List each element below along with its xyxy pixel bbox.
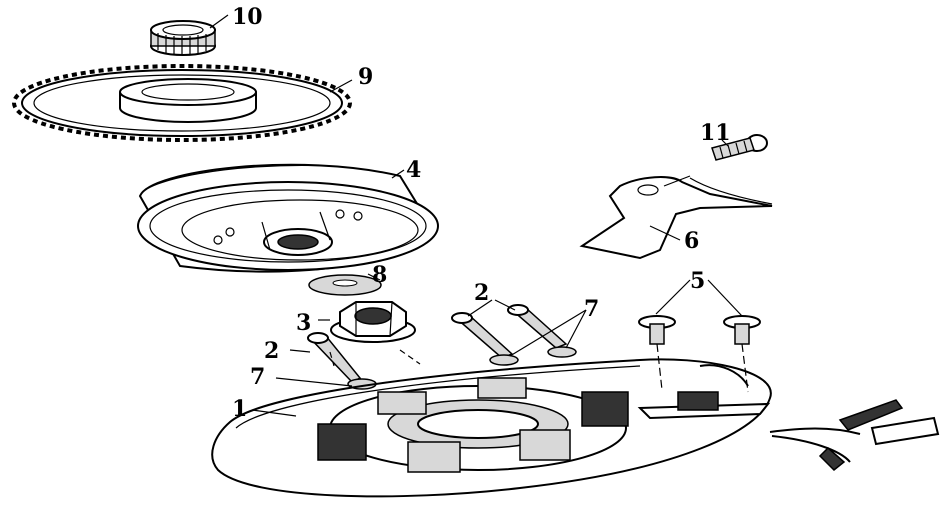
screw-pair-part-5 xyxy=(638,315,761,393)
callout-7-left: 7 xyxy=(250,364,265,390)
callout-6: 6 xyxy=(684,228,699,254)
callout-2-left: 2 xyxy=(264,338,279,364)
starter-gear-part-9 xyxy=(12,64,352,142)
callout-10: 10 xyxy=(232,4,263,30)
needle-bearing-part-10 xyxy=(150,20,216,56)
flywheel-rotor-part-4 xyxy=(137,163,439,273)
washer-part-8 xyxy=(308,274,382,296)
screw-part-11 xyxy=(711,134,768,161)
flange-nut-part-3 xyxy=(330,301,416,343)
stator-coils xyxy=(317,377,629,473)
bolts-part-2 xyxy=(307,304,568,383)
callout-9: 9 xyxy=(358,64,373,90)
leader-lines xyxy=(209,14,743,417)
callout-4: 4 xyxy=(406,157,421,183)
bracket-part-6 xyxy=(579,175,773,260)
callout-8: 8 xyxy=(372,262,387,288)
callout-1: 1 xyxy=(232,396,247,422)
washers-part-7 xyxy=(347,346,577,390)
callout-3: 3 xyxy=(296,310,311,336)
callout-2-right: 2 xyxy=(474,280,489,306)
callout-labels: 10 9 4 11 6 8 2 7 5 3 2 7 1 xyxy=(232,4,731,422)
callout-5: 5 xyxy=(690,268,705,294)
callout-7-right: 7 xyxy=(584,296,599,322)
stator-part-1 xyxy=(211,358,940,498)
callout-11: 11 xyxy=(700,120,731,146)
